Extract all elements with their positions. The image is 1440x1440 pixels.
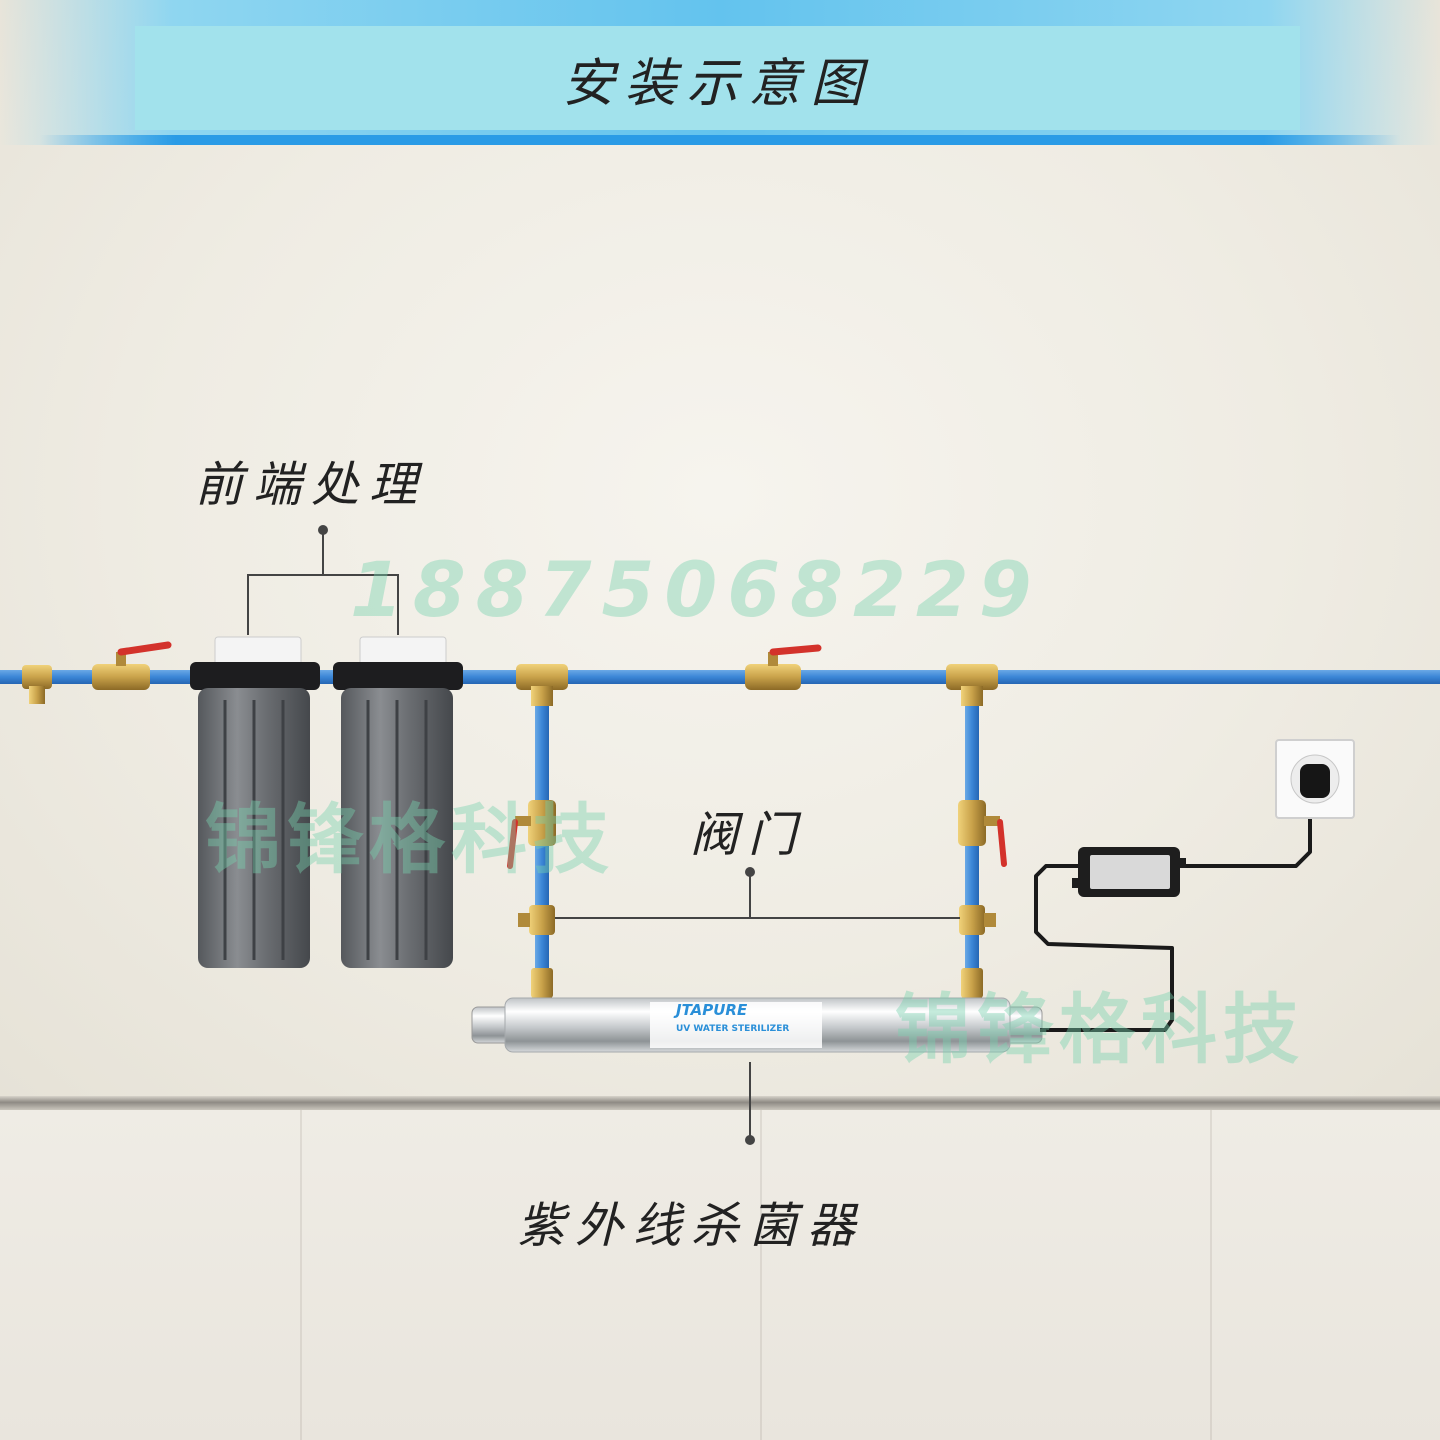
- ballast-power-adapter: [1072, 847, 1186, 897]
- floor-seam: [1210, 1110, 1212, 1440]
- watermark-phone: 18875068229: [350, 545, 1042, 634]
- product-subtitle: UV WATER STERILIZER: [676, 1024, 790, 1034]
- title-band-edge: [40, 135, 1400, 145]
- inlet-branch-valve: [507, 800, 556, 869]
- left-tee-fitting: [22, 665, 52, 704]
- outlet-branch-valve: [958, 800, 1007, 867]
- floor-seam: [300, 1110, 302, 1440]
- inlet-union-fitting: [518, 905, 555, 998]
- wall-socket: [1275, 739, 1355, 819]
- floor-seam: [760, 1110, 762, 1440]
- inlet-tee-fitting: [516, 664, 568, 706]
- sterilizer-bracket: [745, 1062, 755, 1145]
- pre-filter-housing-2: [333, 636, 463, 968]
- skirting-board: [0, 1096, 1440, 1110]
- title-box: 安装示意图: [135, 26, 1300, 130]
- label-pre-treatment: 前端处理: [195, 457, 428, 513]
- power-cable: [1034, 790, 1312, 1032]
- page-title: 安装示意图: [562, 53, 873, 114]
- product-brand: JTAPURE: [676, 1001, 748, 1019]
- label-valve: 阀门: [690, 807, 807, 863]
- pre-filter-housing-1: [190, 636, 320, 968]
- valve-bracket: [555, 867, 960, 919]
- pre-treatment-bracket: [247, 525, 399, 635]
- label-uv-sterilizer: 紫外线杀菌器: [517, 1198, 866, 1254]
- floor: [0, 1110, 1440, 1440]
- uv-sterilizer-unit: [471, 997, 1043, 1053]
- outlet-union-fitting: [959, 905, 996, 998]
- bypass-ball-valve: [745, 644, 822, 690]
- watermark-company: 锦锋格科技: [205, 795, 615, 884]
- outlet-tee-fitting: [946, 664, 998, 706]
- inlet-ball-valve: [92, 641, 172, 690]
- outlet-branch-pipe: [965, 684, 979, 1014]
- watermark-company: 锦锋格科技: [895, 985, 1305, 1074]
